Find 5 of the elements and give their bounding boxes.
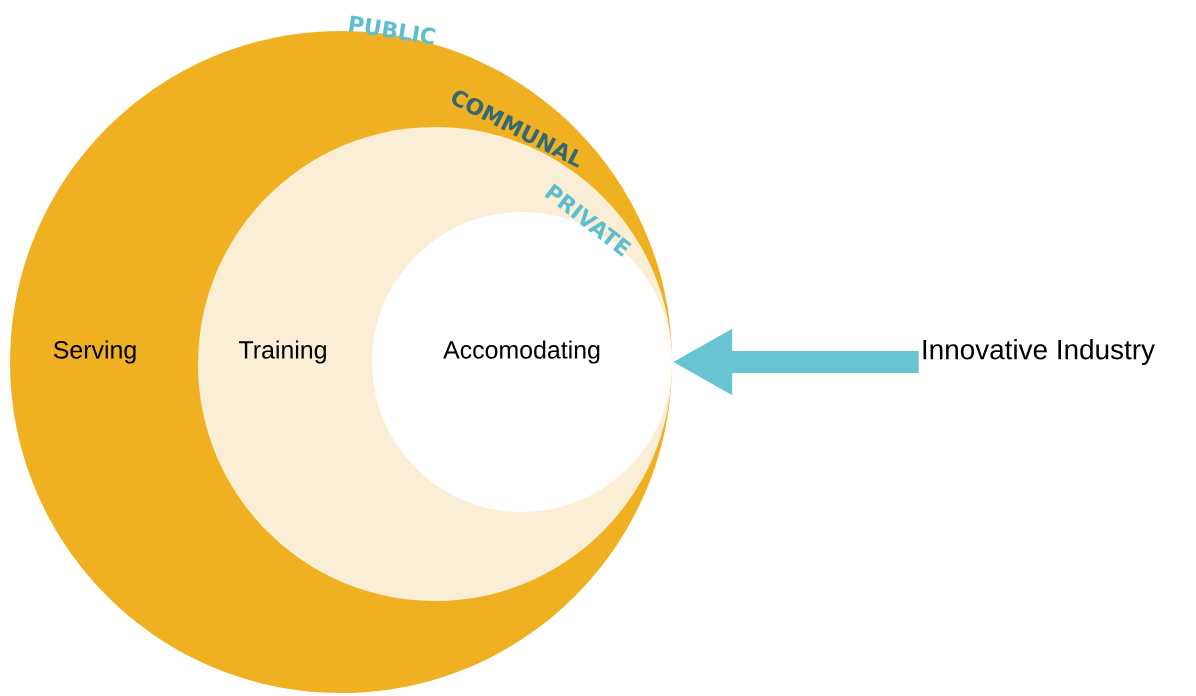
ring-label: PUBLIC (348, 15, 436, 45)
region-label: Training (239, 340, 326, 364)
region-label: Accomodating (443, 340, 600, 364)
region-label: Serving (53, 340, 136, 364)
arrow-label: Innovative Industry (923, 339, 1155, 365)
